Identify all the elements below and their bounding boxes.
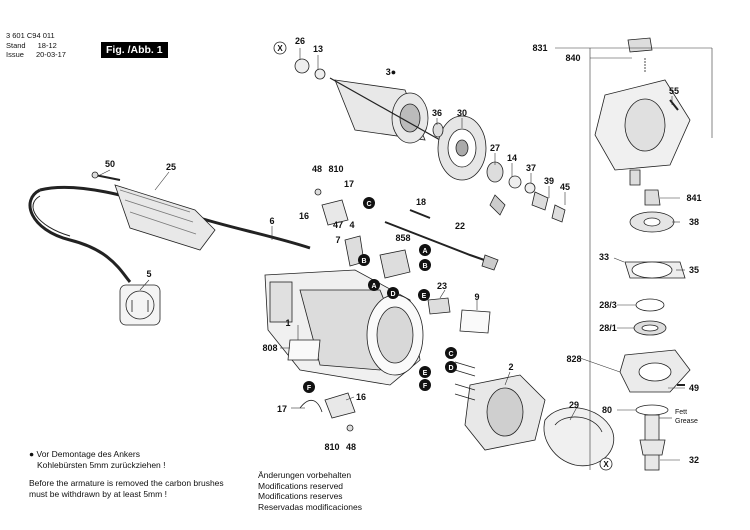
modifications-note: Änderungen vorbehalten Modifications res… <box>258 470 362 512</box>
callout-23: 23 <box>437 281 447 291</box>
callout-22: 22 <box>455 221 465 231</box>
marker-A-left: A <box>371 283 376 290</box>
callout-13: 13 <box>313 44 323 54</box>
note-right-line3: Modifications reserves <box>258 491 343 501</box>
callout-49: 49 <box>689 383 699 393</box>
svg-text:X: X <box>277 44 283 53</box>
note-right-line4: Reservadas modificaciones <box>258 501 362 512</box>
note-left-line3: Before the armature is removed the carbo… <box>29 478 224 488</box>
callout-47: 47 <box>333 220 343 230</box>
callout-3: 3● <box>386 67 396 77</box>
note-left-line1: ● Vor Demontage des Ankers <box>29 449 140 459</box>
callout-45: 45 <box>560 182 570 192</box>
armature-part <box>329 77 441 144</box>
cable-sleeve-part <box>114 184 216 251</box>
callout-810-top: 810 <box>328 164 343 174</box>
marker-F-left: F <box>307 385 312 392</box>
marker-E-top: E <box>422 293 427 300</box>
armature-removal-note: ● Vor Demontage des Ankers Kohlebürsten … <box>29 449 224 500</box>
issue-label: Issue <box>6 50 24 59</box>
doc-number: 3 601 C94 011 <box>6 31 55 40</box>
spindle-part <box>639 414 666 471</box>
callout-27: 27 <box>490 143 500 153</box>
marker-C-top: C <box>366 201 371 208</box>
callout-17-bottom: 17 <box>277 404 287 414</box>
svg-text:Fett: Fett <box>675 409 687 416</box>
callout-33: 33 <box>599 252 609 262</box>
callout-9: 9 <box>474 292 479 302</box>
callout-840: 840 <box>565 53 580 63</box>
callout-2: 2 <box>508 362 513 372</box>
callout-26: 26 <box>295 36 305 46</box>
callout-35: 35 <box>689 265 699 275</box>
callout-16-bottom: 16 <box>356 392 366 402</box>
part-callouts: 26 13 3● 36 30 27 14 37 39 45 831 840 55… <box>105 36 702 465</box>
grease-label: Fett Grease <box>659 409 698 425</box>
callout-17-top: 17 <box>344 179 354 189</box>
marker-E-bottom: E <box>423 370 428 377</box>
svg-text:X: X <box>603 460 609 469</box>
callout-50: 50 <box>105 159 115 169</box>
callout-28-1: 28/1 <box>599 323 617 333</box>
callout-55: 55 <box>669 86 679 96</box>
callout-28-3: 28/3 <box>599 300 617 310</box>
gear-head-part <box>594 37 691 171</box>
callout-30: 30 <box>457 108 467 118</box>
callout-14: 14 <box>507 153 517 163</box>
marker-A-right: A <box>422 248 427 255</box>
marker-F-right: F <box>423 383 428 390</box>
cross-marker-top: X <box>273 41 287 55</box>
callout-841: 841 <box>686 193 701 203</box>
callout-37: 37 <box>526 163 536 173</box>
note-right-line2: Modifications reserved <box>258 480 344 491</box>
callout-5: 5 <box>146 269 151 279</box>
document-header: 3 601 C94 011 Stand 18-12 Issue 20-03-17 <box>6 31 66 60</box>
callout-16-top: 16 <box>299 211 309 221</box>
callout-25: 25 <box>166 162 176 172</box>
stand-label: Stand <box>6 40 26 50</box>
marker-D-bottom: D <box>448 365 453 372</box>
callout-810-bottom: 810 <box>324 442 339 452</box>
wheel-guard-part <box>543 407 615 467</box>
issue-value: 20-03-17 <box>35 50 66 59</box>
fan-part <box>437 115 487 181</box>
plug-part <box>119 284 161 326</box>
callout-1: 1 <box>285 318 290 328</box>
marker-B-left: B <box>361 258 366 265</box>
callout-808: 808 <box>262 343 277 353</box>
callout-18: 18 <box>416 197 426 207</box>
stand-value: 18-12 <box>37 40 57 50</box>
callout-32: 32 <box>689 455 699 465</box>
callout-6: 6 <box>269 216 274 226</box>
stator-part <box>464 374 546 451</box>
callout-39: 39 <box>544 176 554 186</box>
callout-4: 4 <box>349 220 354 230</box>
marker-C-bottom: C <box>448 351 453 358</box>
reference-markers: C A B B A D E C D E F F <box>303 197 457 393</box>
note-right-line1: Änderungen vorbehalten <box>258 470 352 480</box>
note-left-line2: Kohlebürsten 5mm zurückziehen ! <box>37 460 166 470</box>
marker-B-right: B <box>422 263 427 270</box>
callout-36: 36 <box>432 108 442 118</box>
callout-38: 38 <box>689 217 699 227</box>
callout-828: 828 <box>566 354 581 364</box>
callout-831: 831 <box>532 43 547 53</box>
callout-7: 7 <box>335 235 340 245</box>
cross-marker-bottom: X <box>599 457 613 471</box>
note-left-line4: must be withdrawn by at least 5mm ! <box>29 489 167 499</box>
svg-text:Grease: Grease <box>675 418 698 425</box>
callout-80: 80 <box>602 405 612 415</box>
marker-D-top: D <box>390 291 395 298</box>
callout-29: 29 <box>569 400 579 410</box>
callout-858: 858 <box>395 233 410 243</box>
figure-badge: Fig. /Abb. 1 <box>101 42 168 58</box>
callout-48-bottom: 48 <box>346 442 356 452</box>
callout-48-top: 48 <box>312 164 322 174</box>
